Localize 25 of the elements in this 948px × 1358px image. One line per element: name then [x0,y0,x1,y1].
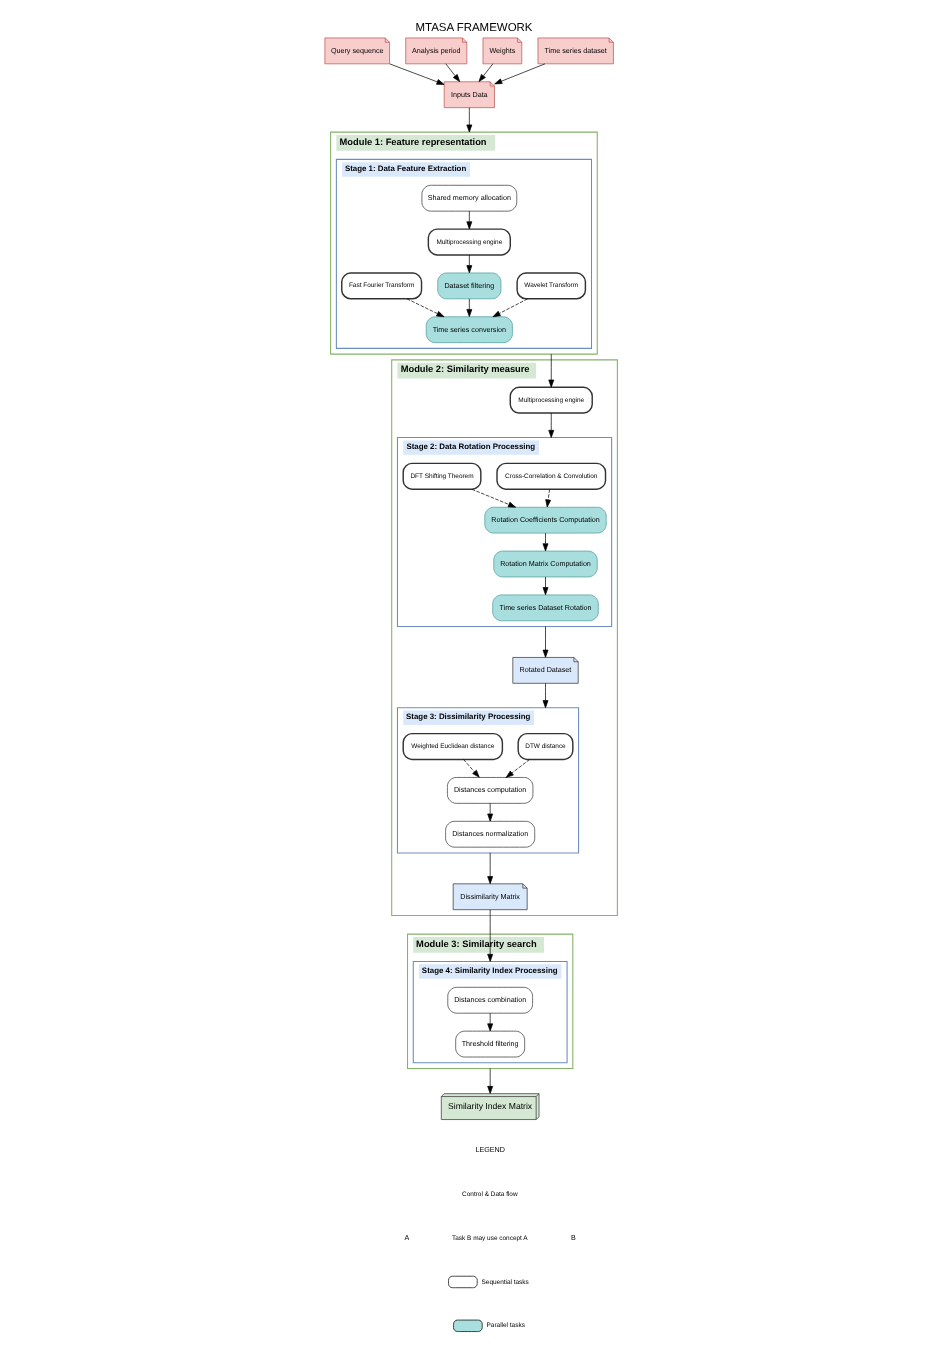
arrow [471,488,516,508]
arrow [466,298,473,317]
arrow [545,488,551,508]
arrow [542,683,549,709]
arrow [487,852,494,885]
arrow [478,63,494,82]
arrow [492,298,528,318]
arrow [445,63,461,82]
arrow [505,759,530,778]
arrow [548,412,555,438]
arrow [466,107,473,133]
arrow [389,63,445,85]
arrow [487,803,494,822]
arrow [548,353,555,388]
arrow [542,626,549,658]
arrow [542,532,549,552]
arrow [466,254,473,274]
arrow [406,298,445,318]
arrow [494,63,546,85]
arrow [463,759,480,778]
arrow [466,210,473,230]
arrow [487,1012,494,1032]
arrow [487,909,494,962]
arrow [487,1068,494,1094]
arrow [542,576,549,596]
